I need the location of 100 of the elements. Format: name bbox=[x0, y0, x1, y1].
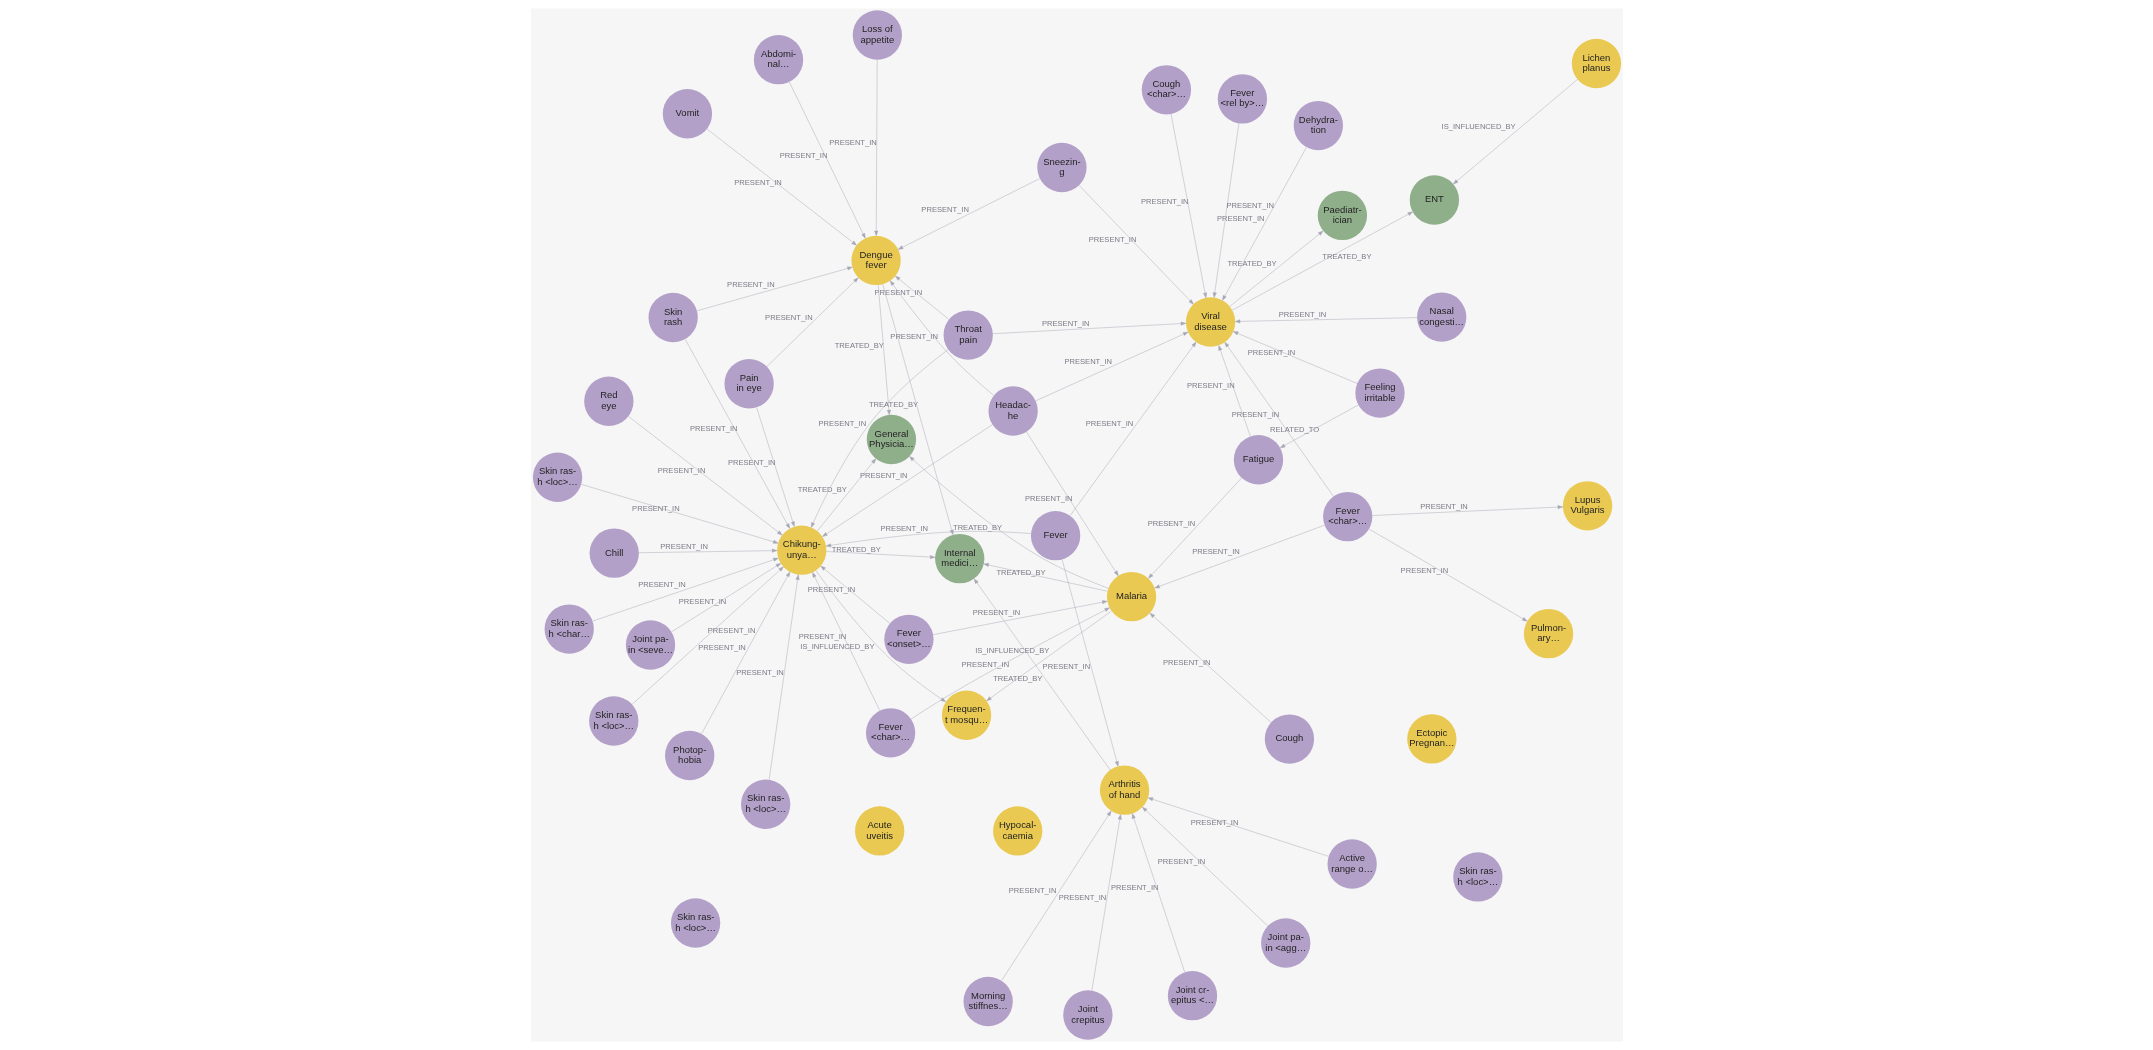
edge-label: PRESENT_IN bbox=[1140, 196, 1189, 206]
node-circle: Photop- hobia bbox=[664, 730, 714, 781]
arrow bbox=[592, 557, 778, 622]
arrow bbox=[755, 407, 795, 527]
arrow bbox=[1091, 814, 1122, 991]
arrow bbox=[816, 458, 876, 532]
node-circle: Skin ras- h <loc>… bbox=[532, 452, 582, 502]
node-circle: Dehydra- tion bbox=[1293, 100, 1343, 151]
arrow bbox=[910, 607, 1110, 720]
edge-label: PRESENT_IN bbox=[1008, 886, 1056, 896]
arrow bbox=[1452, 79, 1578, 185]
arrow bbox=[768, 574, 799, 780]
arrow bbox=[821, 424, 993, 537]
node-circle: Skin ras- h <loc>… bbox=[588, 696, 638, 746]
arrow bbox=[1061, 559, 1119, 767]
arrow bbox=[1154, 525, 1325, 589]
node-circle: Joint pa- in <seve… bbox=[625, 620, 675, 670]
arrow bbox=[973, 578, 1110, 771]
edge-label: IS_INFLUENCED_BY bbox=[974, 646, 1049, 656]
arrow bbox=[811, 572, 880, 711]
edge-label: PRESENT_IN bbox=[659, 542, 708, 552]
arrow bbox=[1229, 230, 1323, 307]
edge-label: PRESENT_IN bbox=[874, 288, 922, 298]
node-circle: Joint pa- in <agg… bbox=[1260, 918, 1310, 968]
edge-label: PRESENT_IN bbox=[726, 279, 775, 289]
node-circle: Ectopic Pregnan… bbox=[1406, 714, 1456, 764]
edge-label: PRESENT_IN bbox=[818, 419, 866, 429]
arrow bbox=[638, 548, 777, 553]
arrow bbox=[1069, 341, 1196, 516]
node-circle: Joint cr- epitus <… bbox=[1167, 971, 1217, 1021]
edge-label: PRESENT_IN bbox=[1191, 547, 1240, 557]
edge-label: PRESENT_IN bbox=[1216, 214, 1265, 224]
node-circle: Skin ras- h <loc>… bbox=[740, 779, 790, 829]
arrow bbox=[873, 59, 878, 236]
node-circle: Hypocal- caemia bbox=[992, 806, 1042, 856]
arrow bbox=[908, 456, 1109, 589]
edge-label: PRESENT_IN bbox=[1024, 494, 1072, 504]
edge-label: PRESENT_IN bbox=[1063, 356, 1112, 366]
edge-label: PRESENT_IN bbox=[920, 204, 969, 214]
node-circle: Fever <char>… bbox=[1322, 491, 1372, 542]
arrow bbox=[631, 566, 784, 705]
arrow bbox=[1170, 113, 1207, 298]
edge-label: PRESENT_IN bbox=[637, 580, 686, 590]
edge-label: PRESENT_IN bbox=[1190, 817, 1238, 827]
arrow bbox=[825, 551, 935, 559]
node-circle: Morning stiffnes… bbox=[963, 976, 1013, 1027]
edge-label: PRESENT_IN bbox=[764, 312, 813, 322]
edge-label: PRESENT_IN bbox=[727, 457, 776, 467]
arrow bbox=[1025, 431, 1118, 576]
node-circle: Fever <char>… bbox=[865, 708, 915, 758]
arrow bbox=[700, 571, 790, 734]
edge-label: TREATED_BY bbox=[992, 673, 1042, 683]
arrow bbox=[894, 275, 949, 320]
edge-label: PRESENT_IN bbox=[1225, 200, 1274, 210]
node-circle: Red eye bbox=[583, 376, 633, 426]
node-circle: Throat pain bbox=[943, 310, 993, 360]
node-circle: Pain in eye bbox=[723, 359, 774, 409]
edge-label: PRESENT_IN bbox=[1058, 893, 1106, 903]
arrow bbox=[889, 280, 994, 396]
edge-label: PRESENT_IN bbox=[828, 138, 877, 148]
arrow bbox=[670, 563, 781, 633]
edge-label: PRESENT_IN bbox=[961, 660, 1009, 670]
arrow bbox=[820, 565, 890, 624]
edge-label: PRESENT_IN bbox=[1157, 857, 1205, 867]
arrow bbox=[684, 338, 790, 529]
arrow bbox=[985, 610, 1112, 702]
arrow bbox=[1218, 345, 1251, 437]
arrow bbox=[1231, 211, 1413, 311]
edge-label: TREATED_BY bbox=[831, 544, 881, 554]
arrow bbox=[983, 563, 1108, 592]
arrow bbox=[696, 266, 853, 311]
edge-label: RELATED_TO bbox=[1269, 425, 1319, 435]
arrow bbox=[1147, 477, 1242, 579]
node-circle: Abdomi- nal… bbox=[753, 35, 803, 85]
node-circle: Fever bbox=[1030, 511, 1080, 561]
arrow bbox=[1371, 505, 1563, 516]
edge-label: IS_INFLUENCED_BY bbox=[1441, 122, 1516, 132]
node-circle: Lichen planus bbox=[1571, 38, 1621, 89]
edge-label: PRESENT_IN bbox=[972, 608, 1020, 618]
edge-label: PRESENT_IN bbox=[807, 585, 855, 595]
edge-label: PRESENT_IN bbox=[678, 596, 726, 606]
edge-label: TREATED_BY bbox=[1321, 251, 1371, 261]
arrow bbox=[627, 416, 782, 536]
edge-label: PRESENT_IN bbox=[879, 524, 928, 534]
node-circle: Feeling irritable bbox=[1354, 368, 1405, 418]
edge-label: PRESENT_IN bbox=[1088, 235, 1136, 245]
node-circle: Joint crepitus bbox=[1062, 990, 1113, 1040]
arrow bbox=[788, 81, 866, 239]
arrow bbox=[580, 484, 778, 544]
node-circle: Active range o… bbox=[1327, 839, 1377, 889]
arrow bbox=[1131, 813, 1185, 973]
arrow bbox=[877, 284, 891, 416]
node-circle: Fever <onset>… bbox=[883, 614, 934, 664]
node-circle: Chill bbox=[589, 528, 639, 578]
edge-label: PRESENT_IN bbox=[697, 643, 746, 653]
arrow bbox=[1232, 331, 1357, 384]
arrow bbox=[1221, 147, 1307, 301]
node-circle: Cough bbox=[1264, 714, 1314, 764]
edge-label: TREATED_BY bbox=[1226, 259, 1277, 269]
arrow bbox=[897, 178, 1040, 250]
